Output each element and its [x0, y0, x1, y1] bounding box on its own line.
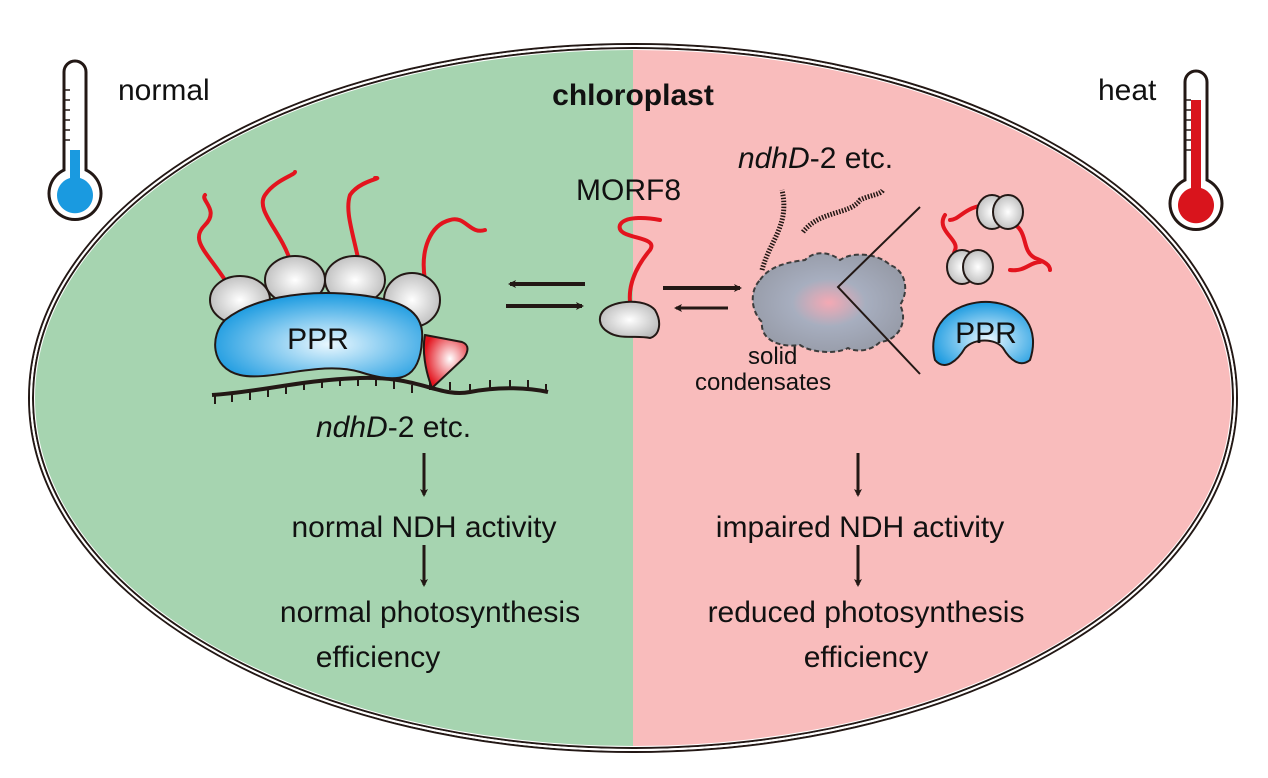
rna-fragments — [759, 188, 886, 271]
aggregated-morf8 — [940, 194, 1052, 285]
thermometer-hot-icon — [1168, 69, 1224, 232]
chloroplast-membrane-gap — [30, 45, 1236, 751]
ppr-protein-right: PPR — [932, 300, 1035, 366]
ppr-protein-left: PPR — [214, 292, 424, 380]
condensate-label-line1: solid — [748, 343, 797, 370]
rna-label-right: ndhD-2 etc. — [738, 142, 893, 175]
solid-condensate — [751, 252, 907, 353]
rna-label-left: ndhD-2 etc. — [316, 411, 471, 444]
condensate-label-line2: condensates — [695, 369, 831, 396]
morf8-protein — [598, 300, 661, 340]
morf8-tail — [617, 216, 662, 304]
right-step2-line2: efficiency — [804, 641, 929, 674]
right-step2-line1: reduced photosynthesis — [708, 596, 1025, 629]
equilibrium-arrows-left — [506, 280, 585, 310]
thermometer-cold-icon — [47, 59, 103, 222]
morf8-label: MORF8 — [576, 174, 681, 207]
normal-label: normal — [118, 74, 210, 107]
heat-label: heat — [1098, 74, 1157, 107]
left-step2-line1: normal photosynthesis — [280, 596, 580, 629]
equilibrium-arrows-right — [663, 284, 742, 312]
chloroplast-outer-line — [28, 43, 1238, 753]
morf-tails-left — [197, 170, 487, 282]
left-step1: normal NDH activity — [291, 511, 556, 544]
zoom-lines — [836, 206, 921, 375]
editing-enzyme — [422, 333, 469, 390]
chloroplast-outline — [32, 47, 1234, 749]
right-step1: impaired NDH activity — [716, 511, 1004, 544]
downstream-arrows — [420, 453, 862, 587]
title: chloroplast — [552, 79, 714, 112]
ppr-label-left: PPR — [287, 323, 349, 356]
left-step2-line2: efficiency — [316, 641, 441, 674]
ppr-label-right: PPR — [955, 317, 1017, 350]
rna-strand-left — [211, 375, 549, 404]
